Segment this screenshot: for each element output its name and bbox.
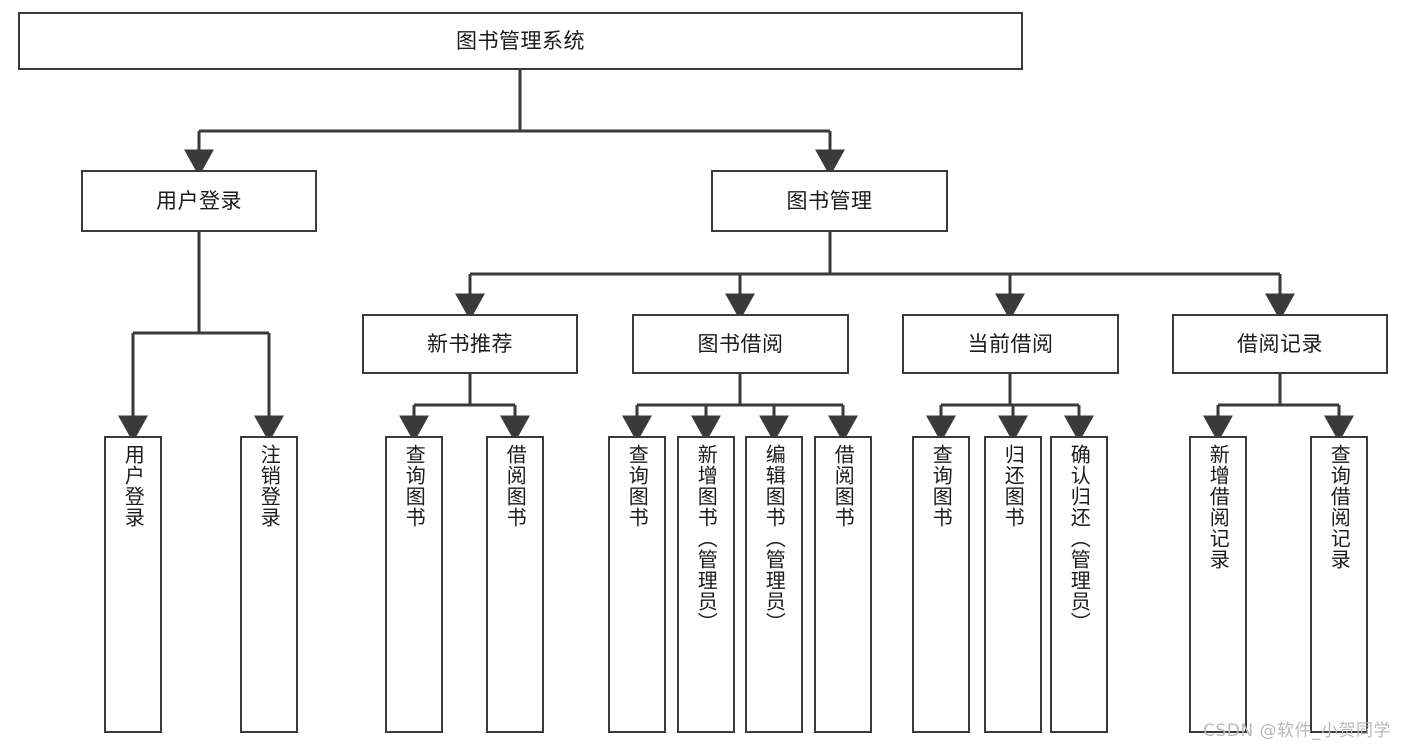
node-user-login-label: 用户登录 — [156, 188, 242, 213]
node-leaf-confirm-return[interactable]: 确认归还（管理员） — [1050, 436, 1108, 733]
node-new-book-recommend-label: 新书推荐 — [427, 331, 513, 356]
node-current-borrow-label: 当前借阅 — [967, 331, 1054, 356]
node-borrow-record[interactable]: 借阅记录 — [1172, 314, 1388, 374]
node-leaf-edit-book-label: 编辑图书（管理员） — [762, 444, 787, 633]
node-leaf-user-login-label: 用户登录 — [121, 444, 146, 528]
node-current-borrow[interactable]: 当前借阅 — [902, 314, 1119, 374]
node-leaf-return-book[interactable]: 归还图书 — [984, 436, 1042, 733]
node-root-label: 图书管理系统 — [456, 28, 585, 53]
node-book-borrow-label: 图书借阅 — [697, 331, 784, 356]
node-leaf-query-record[interactable]: 查询借阅记录 — [1310, 436, 1368, 733]
node-leaf-add-book-label: 新增图书（管理员） — [694, 444, 719, 633]
node-leaf-query-book-3-label: 查询图书 — [929, 444, 954, 528]
node-leaf-add-book[interactable]: 新增图书（管理员） — [677, 436, 735, 733]
node-book-management[interactable]: 图书管理 — [711, 170, 948, 232]
node-leaf-query-record-label: 查询借阅记录 — [1327, 444, 1352, 570]
node-leaf-add-record[interactable]: 新增借阅记录 — [1189, 436, 1247, 733]
node-leaf-query-book-1-label: 查询图书 — [402, 444, 427, 528]
node-leaf-logout-label: 注销登录 — [257, 444, 282, 528]
csdn-watermark: CSDN @软件_小贺同学 — [1203, 721, 1391, 741]
node-leaf-borrow-book-2[interactable]: 借阅图书 — [814, 436, 872, 733]
node-leaf-query-book-3[interactable]: 查询图书 — [912, 436, 970, 733]
node-leaf-confirm-return-label: 确认归还（管理员） — [1067, 444, 1092, 633]
node-leaf-query-book-2[interactable]: 查询图书 — [608, 436, 666, 733]
node-leaf-edit-book[interactable]: 编辑图书（管理员） — [745, 436, 803, 733]
node-leaf-user-login[interactable]: 用户登录 — [104, 436, 162, 733]
node-leaf-borrow-book-1[interactable]: 借阅图书 — [486, 436, 544, 733]
node-book-management-label: 图书管理 — [786, 188, 873, 213]
node-leaf-logout[interactable]: 注销登录 — [240, 436, 298, 733]
node-leaf-query-book-1[interactable]: 查询图书 — [385, 436, 443, 733]
node-leaf-add-record-label: 新增借阅记录 — [1206, 444, 1231, 570]
node-leaf-borrow-book-1-label: 借阅图书 — [503, 444, 528, 528]
node-book-borrow[interactable]: 图书借阅 — [632, 314, 849, 374]
node-leaf-query-book-2-label: 查询图书 — [625, 444, 650, 528]
node-user-login[interactable]: 用户登录 — [81, 170, 317, 232]
node-leaf-borrow-book-2-label: 借阅图书 — [831, 444, 856, 528]
node-borrow-record-label: 借阅记录 — [1237, 331, 1323, 356]
node-root[interactable]: 图书管理系统 — [18, 12, 1023, 70]
node-new-book-recommend[interactable]: 新书推荐 — [362, 314, 578, 374]
node-leaf-return-book-label: 归还图书 — [1001, 444, 1026, 528]
